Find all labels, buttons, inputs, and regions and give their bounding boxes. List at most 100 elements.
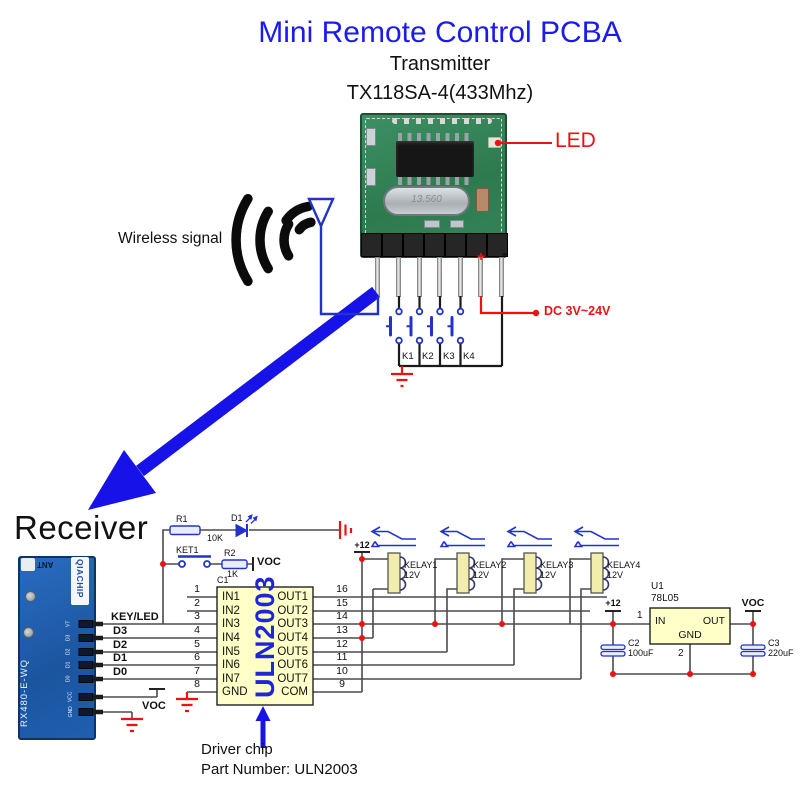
pin-label: IN5 [222, 646, 240, 658]
c2-value: 100uF [628, 648, 654, 658]
r1-value: 10K [207, 533, 224, 543]
resistor-r1 [169, 525, 201, 536]
ket1-label: KET1 [176, 545, 199, 555]
antenna-pad [21, 558, 35, 571]
pin-label: IN7 [222, 673, 240, 685]
pin-label: GND [222, 686, 248, 698]
pin-num: 12 [336, 638, 348, 650]
ground-symbol-d1 [338, 521, 353, 539]
transmitter-wiring [397, 296, 504, 368]
pin-label: IN2 [222, 605, 240, 617]
pin-label: OUT4 [277, 632, 308, 644]
smd-component [424, 220, 440, 228]
pin-label: COM [281, 686, 308, 698]
button-label-k3: K3 [443, 351, 455, 362]
pin-label: OUT2 [277, 605, 308, 617]
pin-num: 13 [336, 624, 348, 636]
relay-coils [387, 552, 610, 594]
wireless-signal-icon [231, 193, 316, 287]
capacitor-c3 [740, 644, 766, 657]
button-label-k4: K4 [463, 351, 475, 362]
button-label-k2: K2 [422, 351, 434, 362]
button-label-k1: K1 [402, 351, 414, 362]
ground-symbol-receiver [121, 717, 143, 733]
relay2-name: KELAY2 [473, 560, 507, 570]
junction-dots [160, 139, 756, 677]
pin-label: OUT3 [277, 618, 308, 630]
footer-line2: Part Number: ULN2003 [201, 761, 358, 778]
relay-contact-symbols [370, 526, 619, 548]
pin-num: 1 [194, 583, 200, 595]
plus12-label: +12 [354, 540, 370, 550]
pin-num: 4 [194, 624, 200, 636]
relay1-name: KELAY1 [404, 560, 438, 570]
pin-label: OUT7 [277, 673, 308, 685]
plus12-label-reg: +12 [605, 598, 621, 608]
diode-d1 [235, 514, 258, 538]
power-tick-bars [149, 551, 761, 690]
smd-component [366, 168, 376, 186]
subtitle-transmitter: Transmitter [389, 53, 491, 75]
chip-ref: C1 [217, 575, 229, 585]
ic-legs-bottom [398, 177, 472, 185]
r1-ref: R1 [176, 514, 188, 524]
pin-label: IN3 [222, 618, 240, 630]
relay2-voltage: 12V [473, 570, 490, 580]
pin-label: OUT1 [277, 591, 308, 603]
r2-value: 1K [227, 569, 239, 579]
c2-ref: C2 [628, 638, 640, 648]
relay4-name: KELAY4 [607, 560, 641, 570]
pin-label: IN4 [222, 632, 240, 644]
pin-label: OUT5 [277, 646, 308, 658]
screw-hole [25, 591, 36, 602]
ground-symbol-chip [176, 692, 198, 713]
smd-component [450, 220, 464, 228]
voc-label-reg: VOC [741, 597, 765, 609]
button-symbols [386, 307, 465, 345]
qiachip-label: QIACHIP [71, 557, 89, 605]
antenna-symbol [307, 197, 380, 316]
plus-mark: + [477, 248, 486, 264]
ic-chip [396, 141, 474, 177]
wire-label-d0: D0 [113, 666, 128, 678]
wire-label-voc: VOC [142, 700, 166, 712]
chip-pointer-arrow [255, 706, 271, 748]
uln2003-chip-body [216, 586, 314, 706]
regulator-in: IN [655, 615, 666, 627]
dc-power-label: DC 3V~24V [544, 304, 611, 318]
c3-value: 220uF [768, 648, 794, 658]
pin-num: 6 [194, 651, 200, 663]
pin-num: 16 [336, 583, 348, 595]
pin-num: 9 [339, 678, 345, 690]
wireless-signal-label: Wireless signal [118, 230, 223, 247]
crystal-oscillator: 13.560 [383, 186, 470, 216]
regulator-ref: U1 [651, 581, 664, 592]
power-wire [479, 142, 552, 315]
smd-capacitor [476, 188, 489, 212]
pin-label: IN1 [222, 591, 240, 603]
page-title: Mini Remote Control PCBA [258, 16, 622, 49]
pin-num: 2 [194, 597, 200, 609]
capacitor-c2 [600, 644, 626, 657]
pin-num: 11 [336, 651, 348, 663]
pin-num: 8 [194, 678, 200, 690]
pin-label: IN6 [222, 659, 240, 671]
receiver-pins [78, 620, 103, 716]
pin-num: 7 [194, 665, 200, 677]
resistor-r2 [221, 559, 248, 570]
c3-ref: C3 [768, 638, 780, 648]
screw-hole [23, 627, 34, 638]
d1-ref: D1 [231, 513, 243, 523]
pin-header [361, 233, 508, 257]
chip-part-name: ULN2003 [250, 575, 280, 698]
regulator-gnd: GND [678, 629, 702, 641]
regulator-body [649, 607, 731, 645]
pin-label: OUT6 [277, 659, 308, 671]
model-label: TX118SA-4(433Mhz) [346, 82, 534, 104]
smd-component [366, 128, 376, 146]
brand-text: QIACHIP [75, 559, 85, 598]
footer-line1: Driver chip [201, 741, 273, 758]
ic-legs-top [398, 133, 472, 141]
relay1-voltage: 12V [404, 570, 421, 580]
